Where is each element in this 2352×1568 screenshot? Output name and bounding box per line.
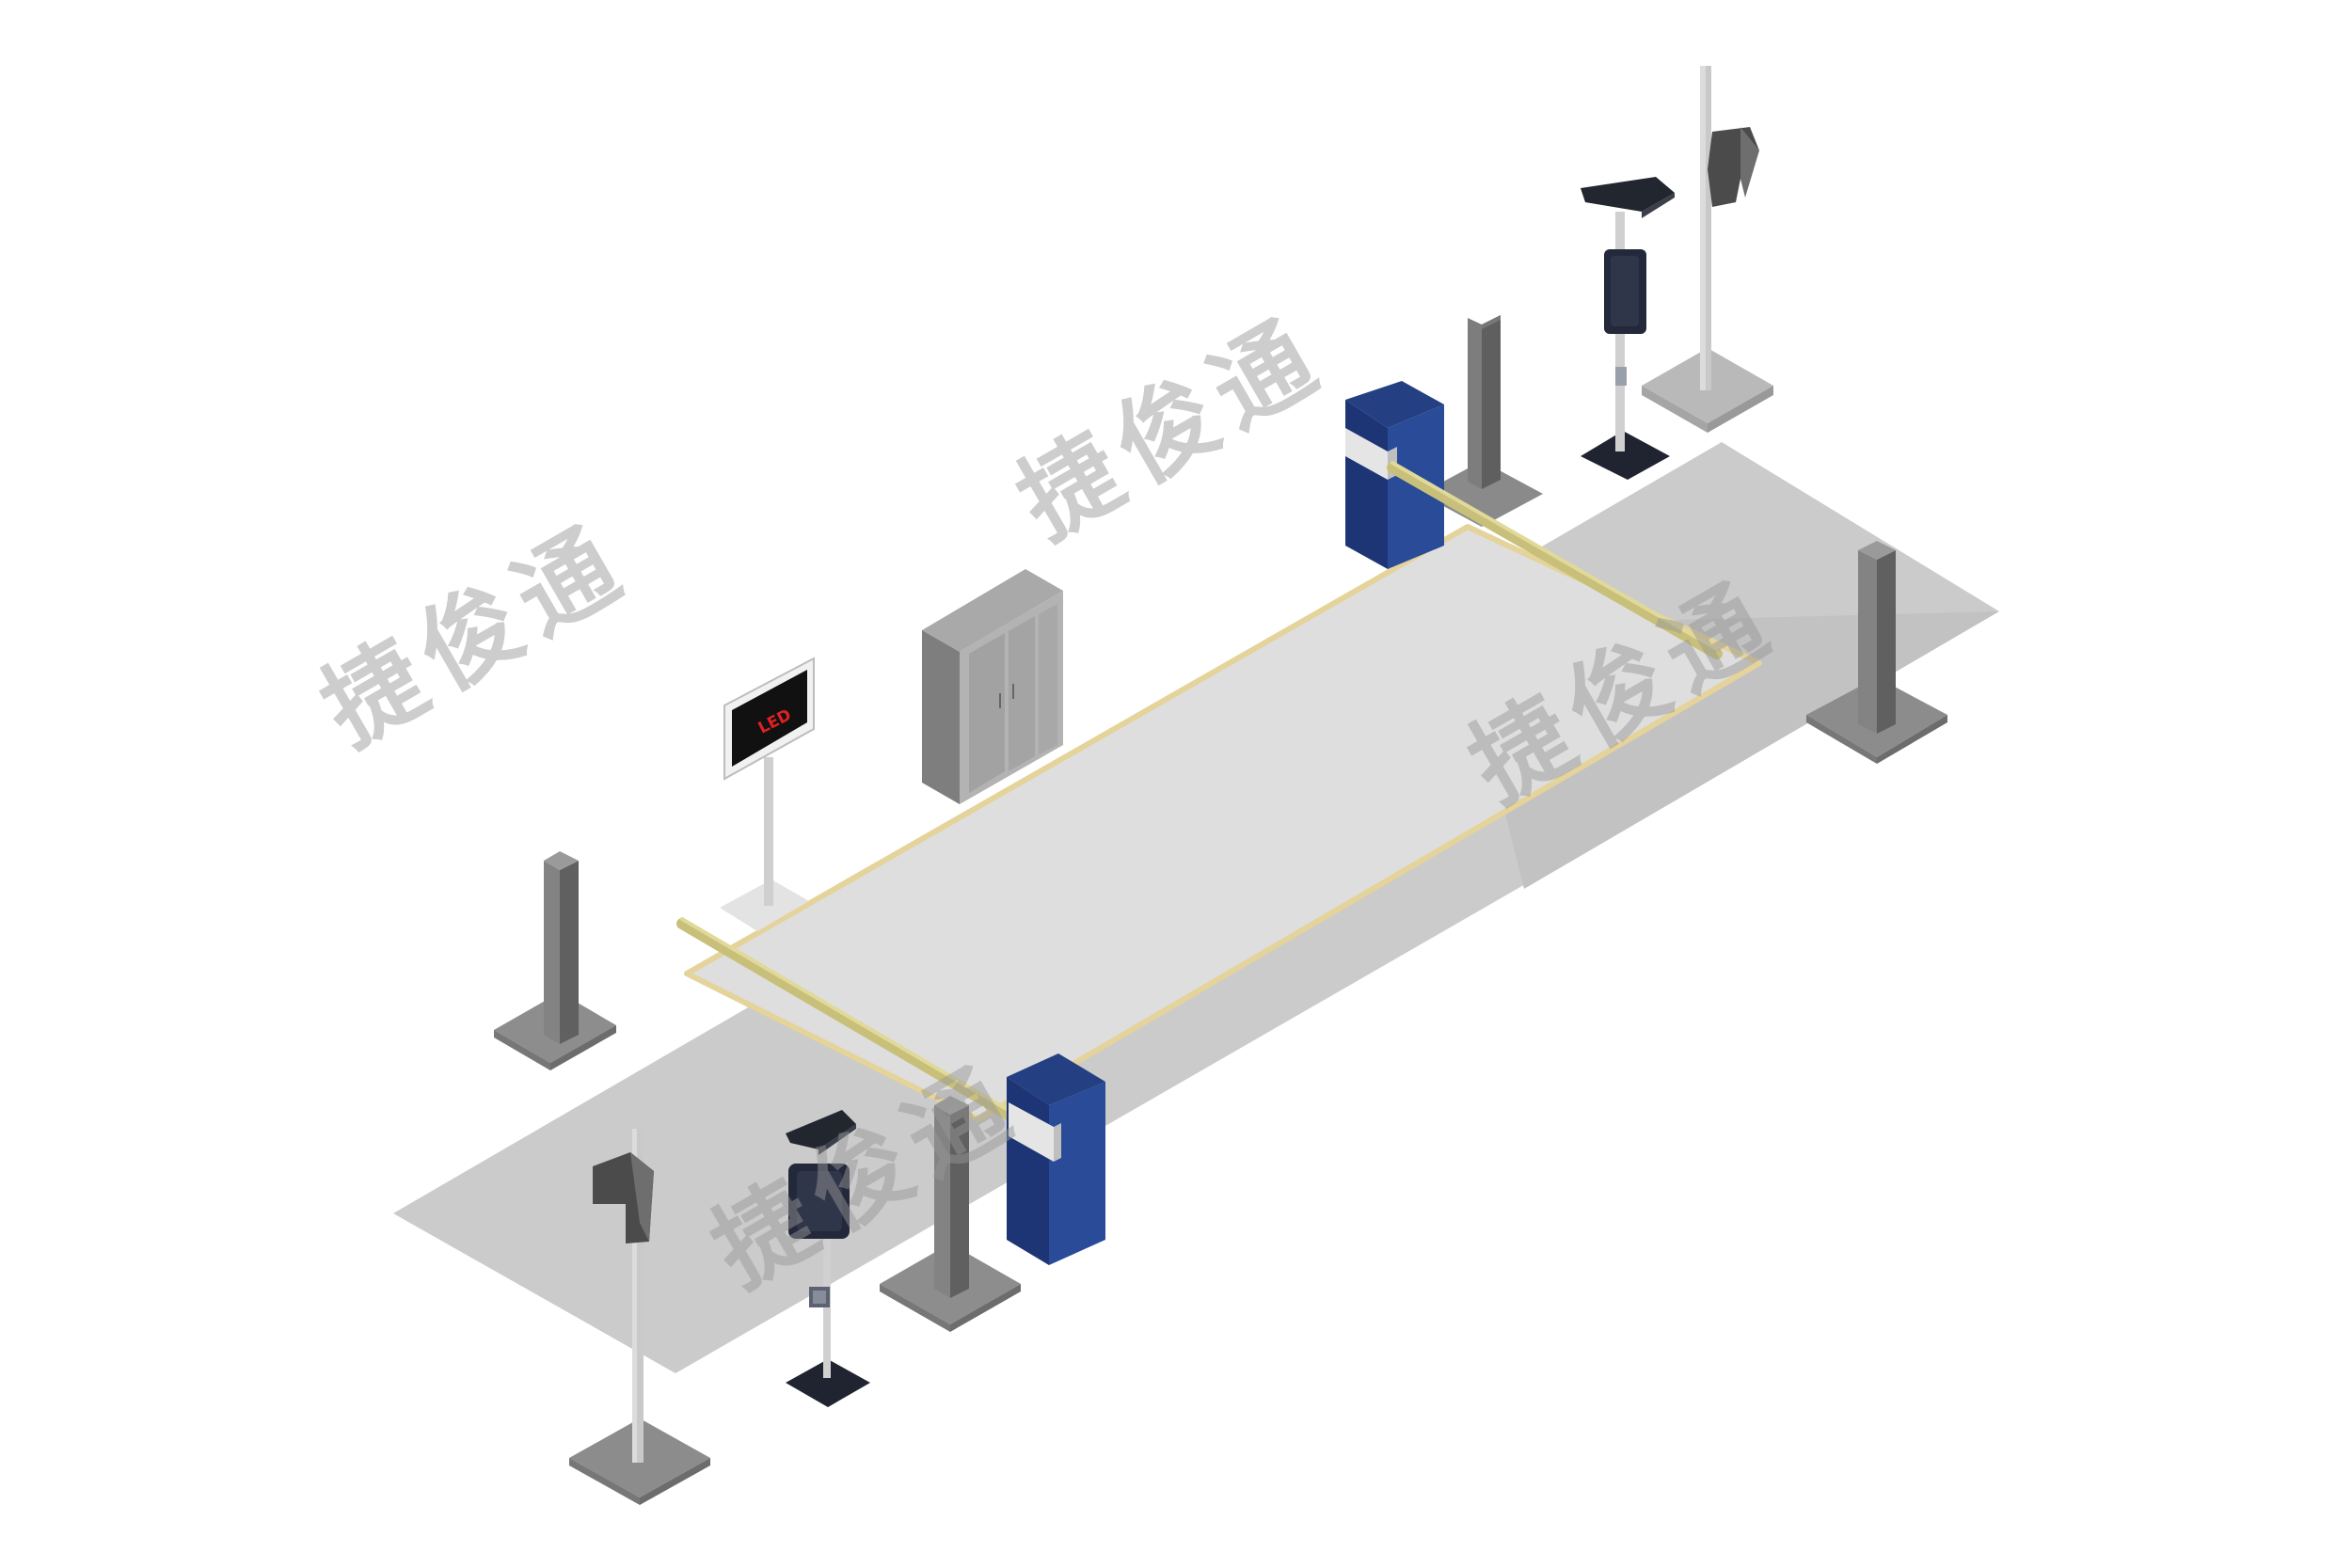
control-cabinet — [922, 569, 1063, 804]
camera-pole-far-right — [1642, 66, 1773, 433]
led-sign: LED — [720, 657, 815, 931]
reader-pole-back — [1581, 177, 1675, 480]
bollard-front-center — [880, 1096, 1021, 1332]
bollard-back-right — [1421, 315, 1543, 527]
weighbridge-platform — [684, 524, 1762, 1122]
camera-pole-front-left — [569, 1129, 710, 1505]
bollard-right — [1806, 541, 1947, 764]
barrier-arm-back — [1387, 461, 1723, 659]
bollard-front-left — [494, 851, 616, 1070]
barrier-gate-front — [1007, 1053, 1105, 1265]
reader-pole-front — [786, 1110, 870, 1407]
barrier-arm-front — [676, 917, 1022, 1125]
